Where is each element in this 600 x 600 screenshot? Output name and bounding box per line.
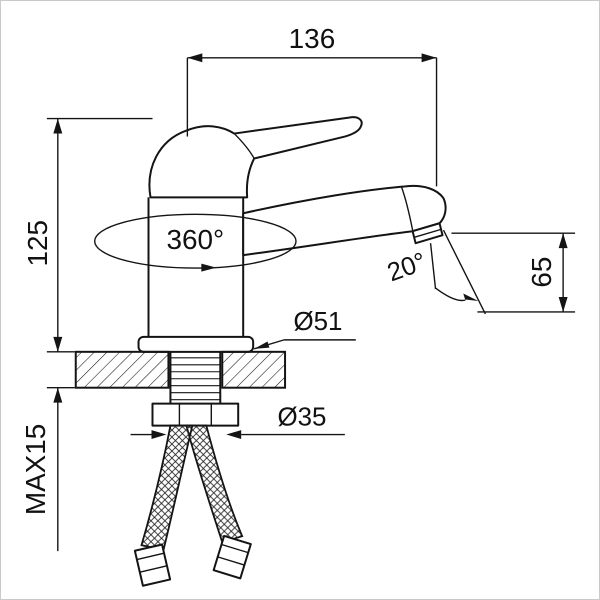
dimension-body-height: 125 — [22, 117, 153, 353]
mount-hole-diameter-label: Ø35 — [278, 404, 327, 432]
supply-hoses — [133, 424, 252, 587]
swivel-ellipse — [93, 213, 297, 269]
angle-arc — [435, 287, 466, 302]
spout-reach-label: 136 — [289, 23, 336, 54]
arrowhead-up-icon — [53, 387, 63, 403]
swivel-label-mask — [158, 224, 233, 257]
hose-right — [185, 424, 244, 544]
spout-angle-annotation: 20° — [384, 229, 487, 315]
arrowhead-up-icon — [53, 118, 63, 134]
arrowhead-down-icon — [558, 297, 568, 312]
shank-threads — [170, 357, 221, 401]
mounting-nut — [151, 402, 240, 427]
arrowhead-right-icon — [151, 430, 167, 440]
swivel-arrow-icon — [201, 263, 217, 272]
mount-hole-diameter-annotation: Ø35 — [130, 404, 345, 440]
arrowhead-right-icon — [421, 53, 437, 63]
arrowhead-up-icon — [558, 233, 568, 249]
dimension-outlet-height: 65 — [451, 232, 576, 313]
arrowhead-down-icon — [53, 336, 63, 352]
mounting-panel — [74, 350, 287, 389]
angle-reference-line — [429, 243, 437, 290]
leader-arrowhead-icon — [254, 341, 270, 349]
hose-fitting-left — [133, 543, 172, 587]
base-flange — [137, 335, 255, 353]
hose-fitting-right — [212, 534, 252, 580]
arrowhead-left-icon — [226, 430, 242, 440]
panel-hatch-right — [221, 350, 287, 389]
aerator-detail-line — [414, 228, 442, 238]
base-diameter-annotation: Ø51 — [253, 308, 356, 350]
max-thickness-annotation: MAX15 — [20, 387, 75, 552]
panel-hatch-left — [74, 350, 170, 389]
swivel-angle-label: 360° — [166, 224, 224, 255]
faucet-spout — [242, 184, 447, 257]
outlet-height-label: 65 — [526, 257, 557, 288]
arrowhead-left-icon — [187, 53, 203, 63]
dimension-spout-reach: 136 — [186, 23, 438, 187]
spout-angle-label: 20° — [384, 248, 430, 288]
base-diameter-label: Ø51 — [293, 308, 342, 336]
hose-left — [140, 424, 194, 552]
max-thickness-label: MAX15 — [20, 424, 51, 515]
spout-head-joint-line — [401, 187, 414, 231]
swivel-annotation: 360° — [93, 213, 297, 272]
body-height-label: 125 — [22, 220, 53, 267]
faucet-handle — [148, 116, 363, 199]
angle-reference-line — [442, 229, 487, 315]
faucet-handle-neck-line — [233, 133, 255, 159]
faucet — [137, 116, 447, 353]
